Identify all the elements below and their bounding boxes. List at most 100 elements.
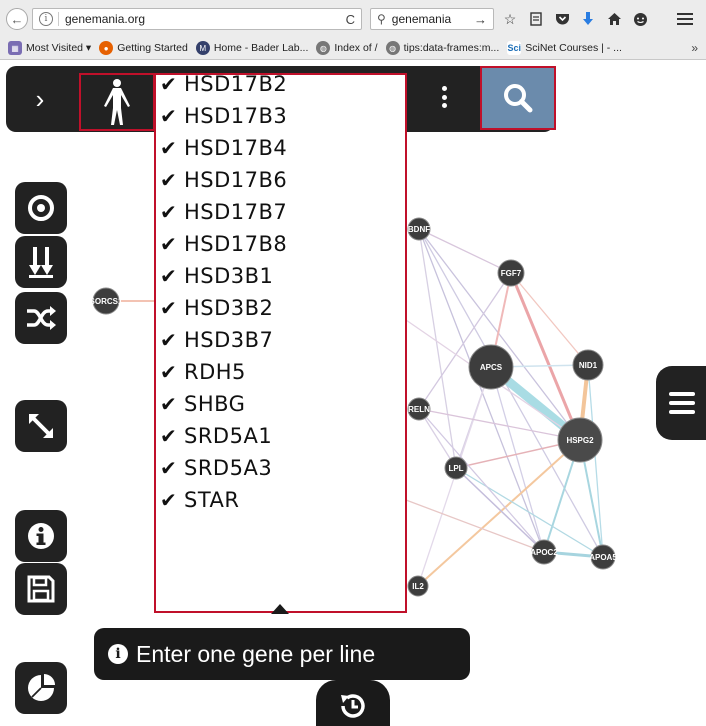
gene-node-reln[interactable]: RELN (407, 397, 431, 421)
more-dots-icon (441, 86, 447, 91)
checkmark-icon: ✔ (160, 73, 177, 96)
bookmark-index-of[interactable]: ◍Index of / (316, 41, 378, 55)
browser-menu-button[interactable] (672, 8, 698, 30)
gene-list-item[interactable]: ✔HSD17B7 (160, 196, 287, 228)
gene-list-item[interactable]: ✔HSD17B8 (160, 228, 287, 260)
gene-name: HSD17B4 (184, 136, 288, 160)
history-button[interactable] (316, 680, 390, 726)
gene-list-item[interactable]: ✔RDH5 (160, 356, 287, 388)
url-bar[interactable]: i genemania.org C (32, 8, 362, 30)
chart-button[interactable] (15, 662, 67, 714)
gene-name: STAR (184, 488, 240, 512)
shuffle-layout-button[interactable] (15, 292, 67, 344)
reload-icon[interactable]: C (345, 11, 355, 27)
expand-sidebar-button[interactable]: › (20, 84, 60, 114)
gene-list-item[interactable]: ✔ STAR (160, 484, 287, 516)
gene-name: SHBG (184, 392, 246, 416)
bookmark-tips-data-frames[interactable]: ◍tips:data-frames:m... (385, 41, 499, 55)
chat-icon[interactable] (630, 9, 650, 29)
gene-list-item[interactable]: ✔ HSD17B2 (160, 73, 288, 100)
gene-node-apoa5[interactable]: APOA5 (589, 544, 617, 570)
bookmarks-overflow-icon[interactable]: » (691, 41, 698, 55)
gene-list-item[interactable]: ✔ HSD17B4 (160, 132, 287, 164)
gene-node-bdnf[interactable]: BDNF (407, 217, 431, 241)
checkmark-icon: ✔ (160, 264, 177, 288)
gene-list-item[interactable]: ✔HSD3B2 (160, 292, 287, 324)
firefox-icon: ● (99, 41, 114, 55)
gene-node-apcs[interactable]: APCS (468, 344, 514, 390)
gene-list-item[interactable]: ✔ HSD17B3 (160, 100, 287, 132)
fit-to-screen-button[interactable] (15, 400, 67, 452)
reading-list-icon[interactable] (526, 9, 546, 29)
gene-list-item[interactable]: ✔SRD5A3 (160, 452, 287, 484)
gene-node-hspg2[interactable]: HSPG2 (557, 417, 603, 463)
svg-text:LPL: LPL (448, 464, 463, 473)
gene-name: HSD17B3 (184, 104, 288, 128)
checkmark-icon: ✔ (160, 136, 177, 160)
downloads-icon[interactable] (578, 9, 598, 29)
bookmark-getting-started[interactable]: ●Getting Started (99, 41, 188, 55)
network-graph[interactable]: BDNF FGF7 SORCS1 APCS NID1 RELN HSPG2 LP… (0, 132, 706, 726)
sort-down-button[interactable] (15, 236, 67, 288)
gene-name: HSD17B2 (184, 73, 288, 96)
tooltip-pointer (271, 604, 289, 614)
gene-name: HSD17B7 (184, 200, 288, 224)
gene-node-lpl[interactable]: LPL (444, 456, 468, 480)
info-button[interactable] (15, 510, 67, 562)
gene-node-apoc2[interactable]: APOC2 (530, 539, 558, 565)
gene-list-panel[interactable]: ✔HSD17B2 ✔HSD17B3 ✔HSD17B4 ✔HSD17B6 ✔HSD… (154, 73, 407, 613)
navigation-bar: ← i genemania.org C ⚲ genemania → ☆ (0, 0, 706, 38)
bookmark-star-icon[interactable]: ☆ (503, 10, 517, 27)
browser-search-text: genemania (391, 12, 452, 26)
scinet-icon: Sci (507, 41, 522, 55)
search-magnifier-icon: ⚲ (377, 12, 386, 26)
globe-icon: ◍ (385, 41, 400, 55)
browser-search-bar[interactable]: ⚲ genemania → (370, 8, 494, 30)
home-icon[interactable] (604, 9, 624, 29)
gene-list-item[interactable]: ✔SHBG (160, 388, 287, 420)
search-button[interactable] (480, 66, 556, 130)
gene-name: HSD17B8 (184, 232, 288, 256)
url-separator (58, 12, 59, 26)
save-button[interactable] (15, 563, 67, 615)
bader-lab-icon: M (195, 41, 210, 55)
gene-list-item[interactable]: ✔HSD3B7 (160, 324, 287, 356)
bookmark-most-visited[interactable]: ▦Most Visited ▾ (8, 41, 91, 55)
checkmark-icon: ✔ (160, 488, 177, 512)
gene-list-item[interactable]: ✔SRD5A1 (160, 420, 287, 452)
target-circle-icon (28, 195, 54, 221)
options-menu-button[interactable] (436, 86, 452, 108)
gene-node-sorcs1[interactable]: SORCS1 (90, 287, 123, 315)
results-menu-button[interactable] (656, 366, 706, 440)
layout-circle-button[interactable] (15, 182, 67, 234)
gene-name: RDH5 (184, 360, 246, 384)
pocket-icon[interactable] (552, 9, 572, 29)
svg-text:SORCS1: SORCS1 (90, 297, 123, 306)
gene-node-nid1[interactable]: NID1 (572, 349, 604, 381)
gene-name: HSD3B1 (184, 264, 274, 288)
back-button[interactable]: ← (6, 8, 28, 30)
info-icon (28, 523, 54, 549)
network-nodes: BDNF FGF7 SORCS1 APCS NID1 RELN HSPG2 LP… (90, 217, 617, 597)
pie-chart-icon (28, 674, 55, 701)
site-info-icon[interactable]: i (39, 12, 53, 26)
search-icon (504, 84, 533, 113)
svg-text:NID1: NID1 (579, 361, 598, 370)
svg-text:APOA5: APOA5 (589, 553, 617, 562)
gene-node-il2[interactable]: IL2 (407, 575, 429, 597)
back-arrow-icon: ← (10, 11, 24, 27)
checkmark-icon: ✔ (160, 104, 177, 128)
gene-name: HSD3B2 (184, 296, 274, 320)
gene-node-fgf7[interactable]: FGF7 (497, 259, 525, 287)
svg-text:IL2: IL2 (412, 582, 424, 591)
gene-list-item[interactable]: ✔HSD17B6 (160, 164, 287, 196)
search-go-icon[interactable]: → (474, 11, 487, 27)
gene-list-item[interactable]: ✔ HSD3B1 (160, 260, 287, 292)
organism-selector-button[interactable] (79, 73, 155, 131)
save-floppy-icon (27, 575, 55, 603)
gene-input-tooltip: i Enter one gene per line (94, 628, 470, 680)
